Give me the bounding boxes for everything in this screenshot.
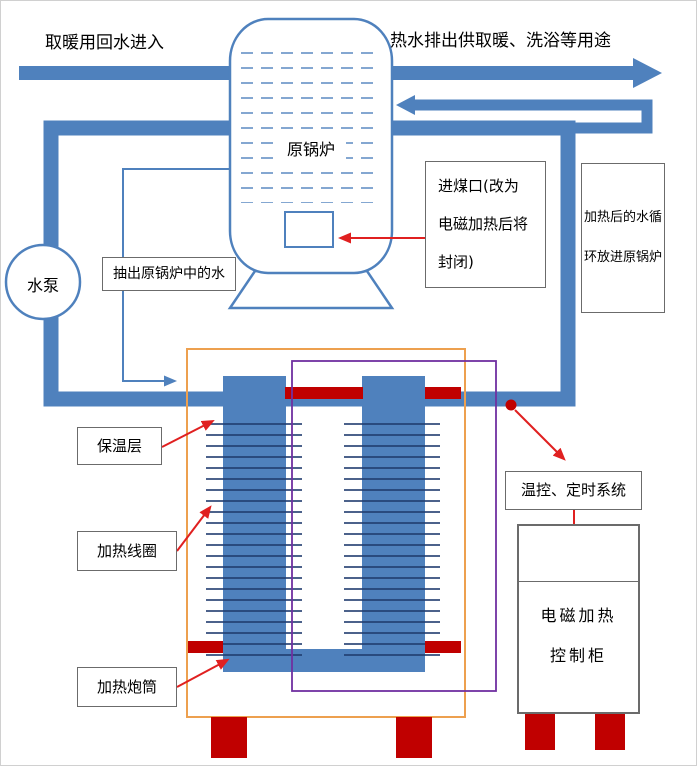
heater-frame-orange: [186, 348, 466, 718]
coal-inlet-note: 进煤口(改为电磁加热后将封闭): [425, 161, 546, 288]
heating-coil-left: [206, 415, 302, 662]
cabinet-title-line2: 控制柜: [549, 646, 607, 665]
flange-bar-top-center: [285, 387, 363, 399]
inlet-flow-label: 取暖用回水进入: [45, 33, 164, 53]
coal-inlet-port: [284, 211, 334, 248]
flange-bar-bottom-left: [187, 641, 223, 653]
flange-bar-top-right: [425, 387, 461, 399]
cabinet-divider: [519, 581, 638, 582]
draw-water-note: 抽出原锅炉中的水: [102, 257, 236, 291]
coil-circuit-purple: [291, 360, 497, 692]
heating-coil-label: 加热线圈: [77, 531, 177, 571]
heating-coil-arrow: [176, 505, 212, 552]
return-water-note: 加热后的水循环放进原锅炉: [581, 163, 665, 313]
boiler-label: 原锅炉: [276, 136, 346, 160]
sensor-to-control-arrow: [514, 409, 566, 461]
outlet-flow-label: 热水排出供取暖、洗浴等用途: [390, 31, 611, 51]
flange-bar-bottom-right: [425, 641, 461, 653]
cabinet-foot-right: [595, 714, 625, 750]
heater-foot-left: [211, 717, 247, 758]
flange-bars: [187, 387, 461, 653]
pump-label: 水泵: [26, 276, 59, 295]
pump-circle: [4, 243, 82, 321]
temp-control-label: 温控、定时系统: [505, 471, 642, 510]
heating-barrel-label: 加热炮筒: [77, 667, 177, 707]
insulation-label: 保温层: [77, 427, 162, 465]
heater-foot-right: [396, 717, 432, 758]
control-cabinet: 电磁加热 控制柜: [517, 524, 640, 714]
annotation-arrows: [161, 232, 575, 688]
support-feet: [211, 714, 625, 758]
cabinet-foot-left: [525, 714, 555, 750]
return-into-boiler-arrow: [396, 95, 653, 134]
cabinet-title-line1: 电磁加热: [540, 606, 617, 625]
boiler-water-lines: [241, 43, 381, 203]
heating-coil-right: [344, 415, 440, 662]
heating-barrel-arrow: [176, 658, 230, 688]
boiler-stand: [227, 269, 395, 310]
sensor-dot: [505, 399, 517, 411]
insulation-arrow: [161, 419, 215, 448]
